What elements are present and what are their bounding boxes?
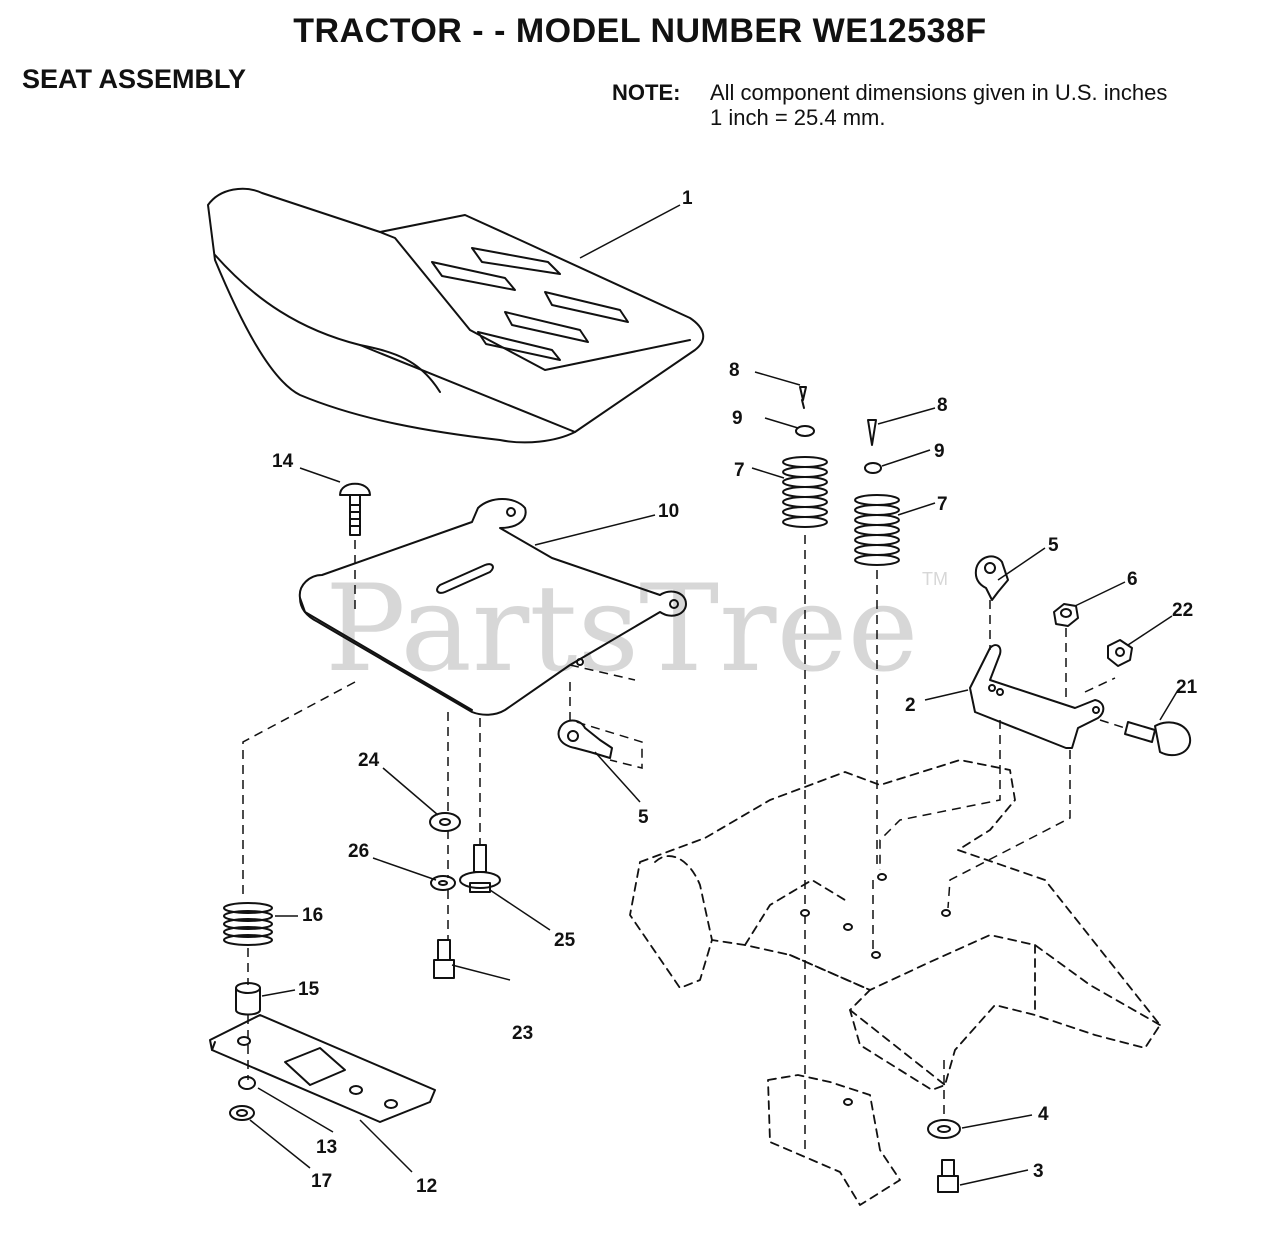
callout-4: 4 <box>1038 1104 1049 1125</box>
compression-spring-part <box>223 902 273 946</box>
note-line-2: 1 inch = 25.4 mm. <box>710 105 886 130</box>
lock-nut-part <box>1107 639 1133 667</box>
washer-part-b <box>864 462 882 474</box>
page-title: TRACTOR - - MODEL NUMBER WE12538F <box>293 12 987 50</box>
callout-7-left: 7 <box>734 460 745 481</box>
seat-spring-part-a <box>782 456 828 528</box>
flat-washer-part <box>429 812 461 832</box>
lock-washer-part <box>430 875 456 891</box>
callout-12: 12 <box>416 1176 437 1197</box>
callout-10: 10 <box>658 501 679 522</box>
watermark-text: PartsTree <box>325 560 919 699</box>
watermark-trademark: TM <box>922 569 948 589</box>
hex-screw-part-left <box>433 939 455 979</box>
callout-5-left: 5 <box>638 807 649 828</box>
callout-8-right: 8 <box>937 395 948 416</box>
callout-14: 14 <box>272 451 294 472</box>
callout-13: 13 <box>316 1137 337 1158</box>
seat-part <box>207 187 705 444</box>
note-label: NOTE: <box>612 80 681 105</box>
callout-15: 15 <box>298 979 320 1000</box>
callout-1: 1 <box>682 188 693 209</box>
cotter-pin-part-a <box>799 386 807 401</box>
seat-pan-part <box>298 498 687 716</box>
carriage-bolt-part <box>339 482 371 536</box>
callout-8-left: 8 <box>729 360 740 381</box>
nut-part <box>238 1076 256 1090</box>
flange-nut-part <box>229 1105 255 1121</box>
shoulder-bolt-part <box>459 844 501 893</box>
callout-24: 24 <box>358 750 380 771</box>
note-text: All component dimensions given in U.S. i… <box>710 80 1167 130</box>
callout-9-right: 9 <box>934 441 945 462</box>
tractor-frame <box>629 759 1161 1206</box>
callout-3: 3 <box>1033 1161 1044 1182</box>
section-title: SEAT ASSEMBLY <box>22 64 247 94</box>
seat-bracket-part <box>969 644 1105 749</box>
assembly-lines <box>242 535 1126 1155</box>
callout-7-right: 7 <box>937 494 948 515</box>
hex-screw-part-right <box>937 1159 959 1193</box>
callout-26: 26 <box>348 841 369 862</box>
leader-lines <box>249 204 1179 1186</box>
cotter-pin-part-b <box>867 419 877 446</box>
callout-23: 23 <box>512 1023 533 1044</box>
callout-22: 22 <box>1172 600 1193 621</box>
callout-9-left: 9 <box>732 408 743 429</box>
callout-25: 25 <box>554 930 576 951</box>
seat-clip-part-left <box>557 719 613 759</box>
callout-6: 6 <box>1127 569 1138 590</box>
shoulder-screw-part <box>1124 721 1192 757</box>
callout-17: 17 <box>311 1171 332 1192</box>
note-line-1: All component dimensions given in U.S. i… <box>710 80 1168 105</box>
frame-washer-part <box>927 1119 961 1139</box>
washer-part-a <box>795 425 815 437</box>
seat-clip-part-right <box>974 555 1009 601</box>
pivot-bracket-part <box>209 1014 436 1123</box>
hex-nut-part <box>1053 603 1079 627</box>
callout-21: 21 <box>1176 677 1198 698</box>
seat-spring-part-b <box>854 494 900 566</box>
spacer-part <box>235 982 261 1016</box>
callout-16: 16 <box>302 905 323 926</box>
callout-5-right: 5 <box>1048 535 1059 556</box>
callout-2: 2 <box>905 695 916 716</box>
